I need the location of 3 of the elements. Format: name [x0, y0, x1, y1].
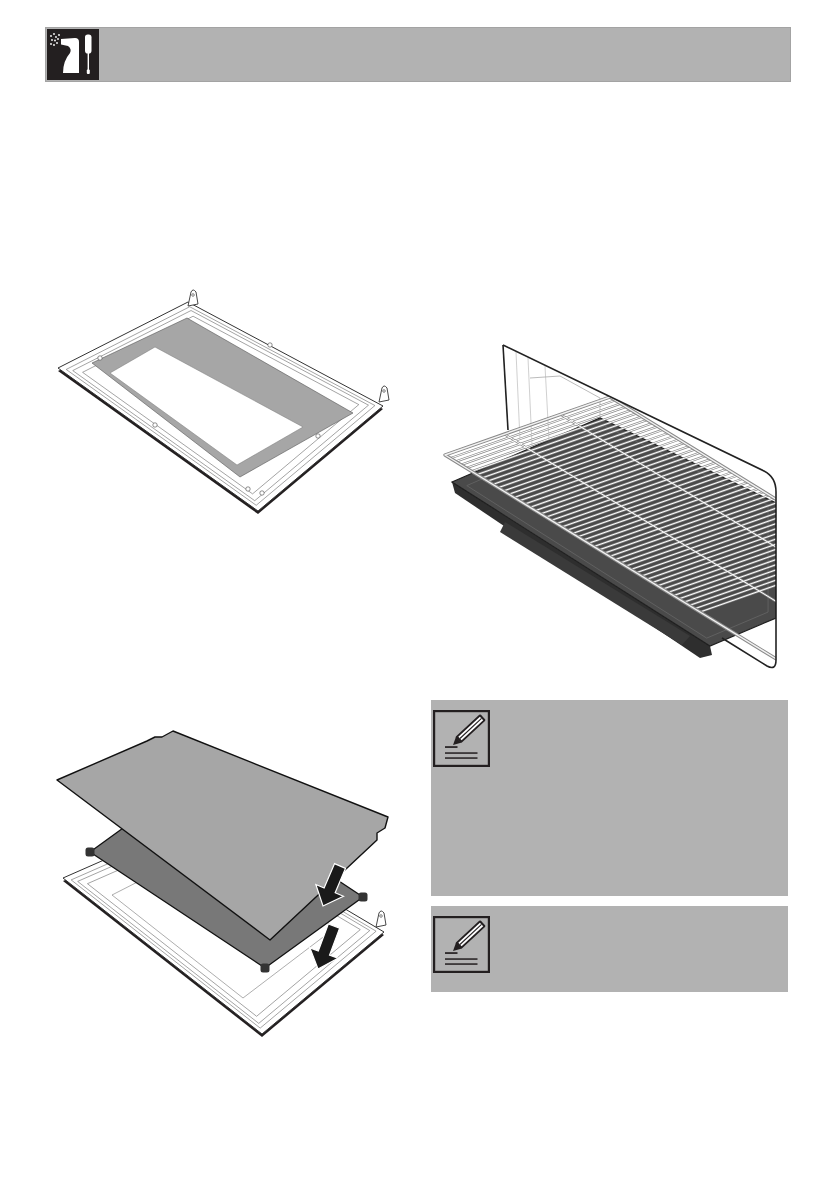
note-panel [431, 906, 788, 992]
note-panel [431, 700, 788, 896]
header-bar [45, 27, 791, 82]
